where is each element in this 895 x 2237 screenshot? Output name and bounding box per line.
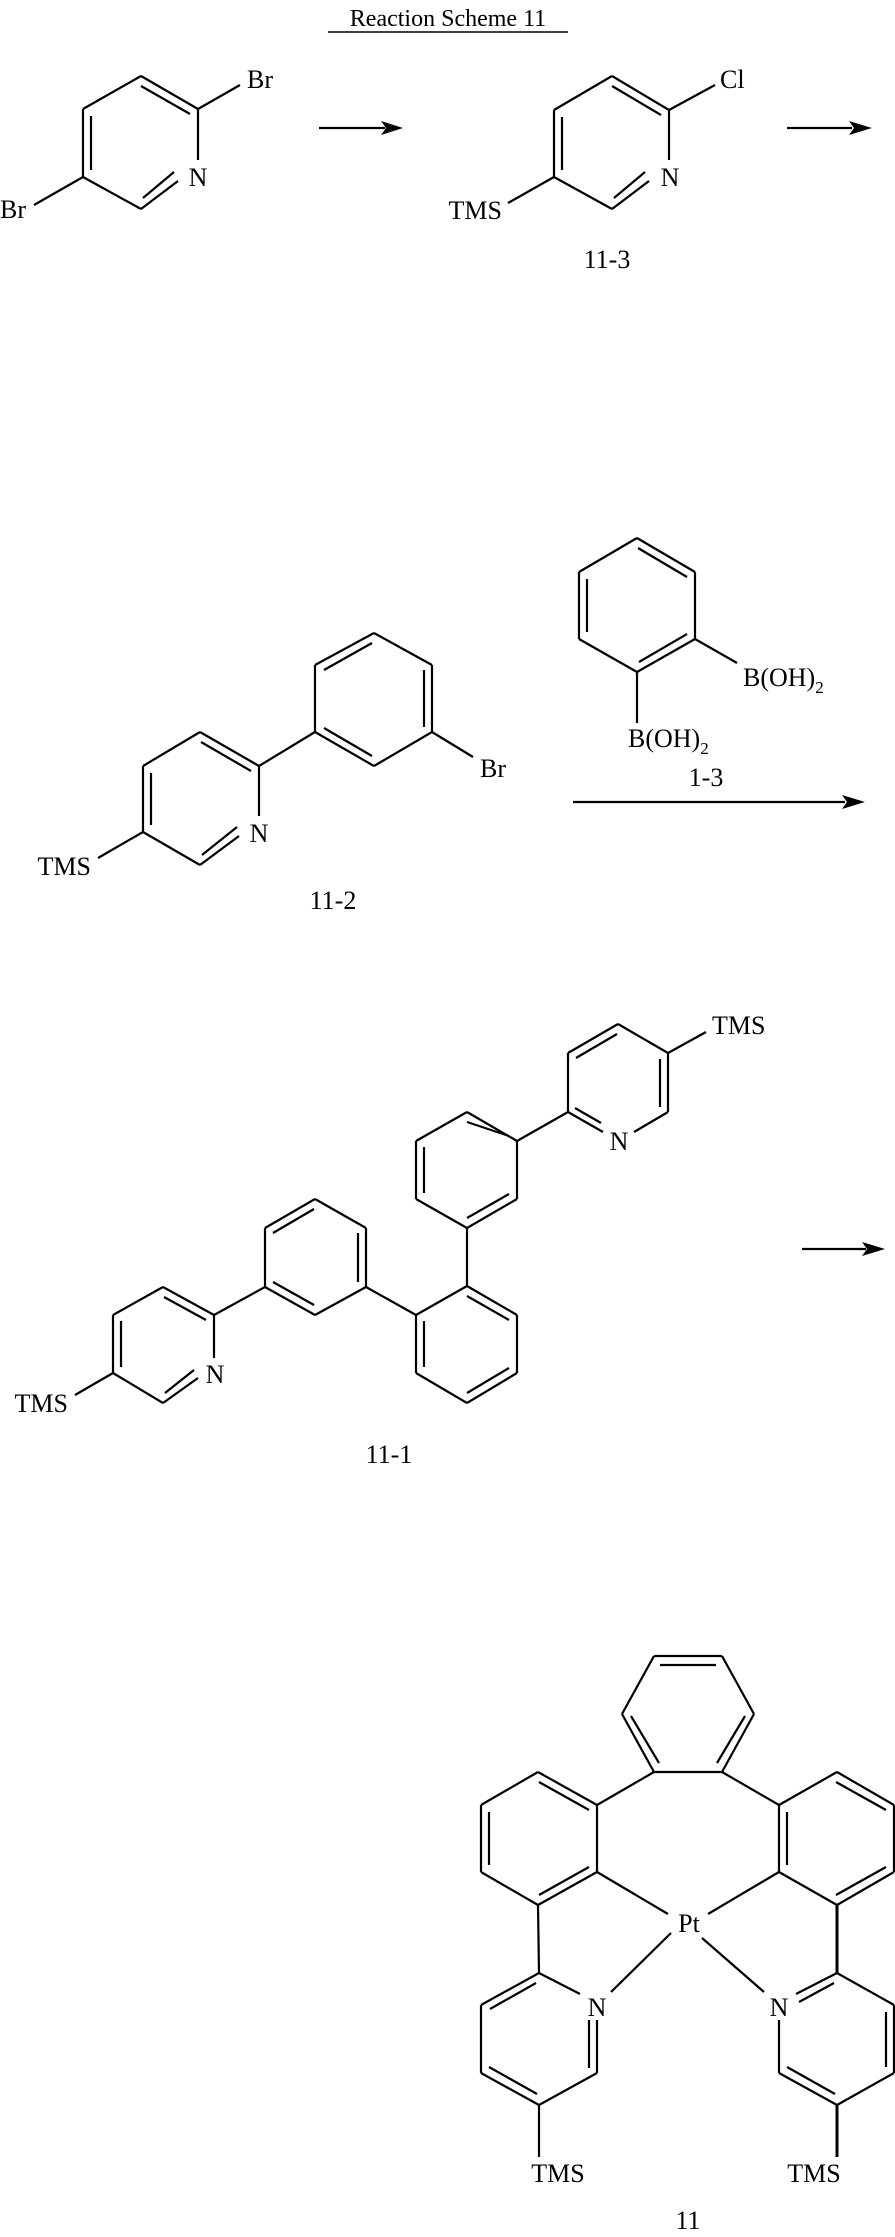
- bond-pt-n-left: [610, 1932, 672, 1993]
- pyridine-ring-top: [566, 1023, 670, 1133]
- atom-n-top: N: [610, 1127, 629, 1156]
- reaction-arrow-3: [573, 795, 865, 809]
- compound-1-3: B(OH)2 B(OH)2 1-3: [577, 537, 824, 792]
- atom-tms-top: TMS: [712, 1011, 765, 1040]
- pyridine-ring-left: [111, 1286, 216, 1404]
- bond-c-b-right: [694, 638, 738, 664]
- atom-tms: TMS: [449, 196, 502, 225]
- atom-n: N: [661, 163, 680, 192]
- compound-11-2: Br TMS N 11-2: [38, 632, 506, 915]
- bond-pyridine-phenyl: [258, 731, 316, 767]
- pyridine-ring: [81, 75, 200, 210]
- bond-c-tms-top: [667, 1031, 707, 1054]
- atom-cl: Cl: [720, 65, 745, 94]
- phenyl-ring-left: [263, 1198, 368, 1316]
- phenyl-ring-upper: [414, 1111, 519, 1229]
- bond-c-br: [431, 731, 474, 758]
- reaction-arrow-1: [319, 121, 403, 135]
- atom-n-left: N: [206, 1360, 225, 1389]
- bond-c-cl: [668, 84, 716, 111]
- atom-tms: TMS: [38, 852, 91, 881]
- bond-top-right-phenyl: [721, 1771, 780, 1806]
- atom-tms-right: TMS: [787, 2159, 840, 2188]
- atom-n: N: [250, 819, 269, 848]
- bond-c-br-left: [33, 176, 84, 206]
- bond-c-br-top: [197, 84, 241, 110]
- compound-label-1-3: 1-3: [689, 763, 724, 792]
- atom-br-top: Br: [247, 65, 273, 94]
- bond-pyridine-phenyl-left: [213, 1286, 266, 1316]
- reaction-arrow-4: [802, 1242, 885, 1256]
- pyridine-ring: [141, 731, 261, 866]
- atom-n-right: N: [770, 1993, 789, 2022]
- compound-label-11-1: 11-1: [366, 1440, 413, 1469]
- atom-br: Br: [480, 754, 506, 783]
- atom-br-left: Br: [0, 195, 26, 224]
- pyridine-ring: [552, 75, 671, 210]
- phenyl-ring-right: [777, 1771, 895, 1906]
- compound-label-11-3: 11-3: [584, 245, 631, 274]
- bond-pt-n-right: [701, 1937, 765, 1993]
- atom-pt: Pt: [678, 1909, 700, 1938]
- bond-top-left-phenyl: [596, 1771, 655, 1806]
- compound-label-11: 11: [675, 2206, 700, 2235]
- atom-tms-left: TMS: [531, 2159, 584, 2188]
- scheme-title: Reaction Scheme 11: [328, 6, 568, 33]
- atom-boronic-acid-bottom: B(OH)2: [628, 724, 709, 758]
- bond-c-pt-right: [707, 1871, 780, 1915]
- bond-c-tms: [507, 176, 555, 204]
- bond-c-pt-left: [596, 1871, 669, 1915]
- compound-11-1: TMS N: [15, 1011, 766, 1469]
- compound-11-pt-complex: Pt N N: [479, 1654, 895, 2235]
- atom-n-left: N: [588, 1993, 607, 2022]
- bond-phenyl-central: [365, 1286, 417, 1316]
- phenyl-ring-left: [479, 1771, 599, 1906]
- pyridine-ring-left: [479, 1972, 599, 2106]
- reaction-arrow-2: [787, 121, 872, 135]
- scheme-title-text: Reaction Scheme 11: [350, 6, 546, 32]
- compound-label-11-2: 11-2: [310, 886, 357, 915]
- compound-11-3: Cl TMS N 11-3: [449, 65, 745, 274]
- bond-c-tms-left: [74, 1372, 114, 1396]
- atom-tms-left: TMS: [15, 1389, 68, 1418]
- phenyl-ring-central: [414, 1285, 519, 1404]
- benzene-ring: [577, 537, 697, 673]
- compound-start-dibromopyridine: Br Br N: [0, 65, 273, 224]
- atom-n: N: [189, 163, 208, 192]
- bond-c-tms: [97, 831, 144, 859]
- benzene-ring-top: [621, 1654, 755, 1774]
- atom-boronic-acid-right: B(OH)2: [743, 663, 824, 697]
- bond-phenyl-pyridine-left: [536, 1904, 541, 1974]
- pyridine-ring-right: [777, 1972, 895, 2106]
- bromophenyl-ring: [313, 632, 434, 767]
- bond-phenyl-pyridine-top: [516, 1111, 569, 1142]
